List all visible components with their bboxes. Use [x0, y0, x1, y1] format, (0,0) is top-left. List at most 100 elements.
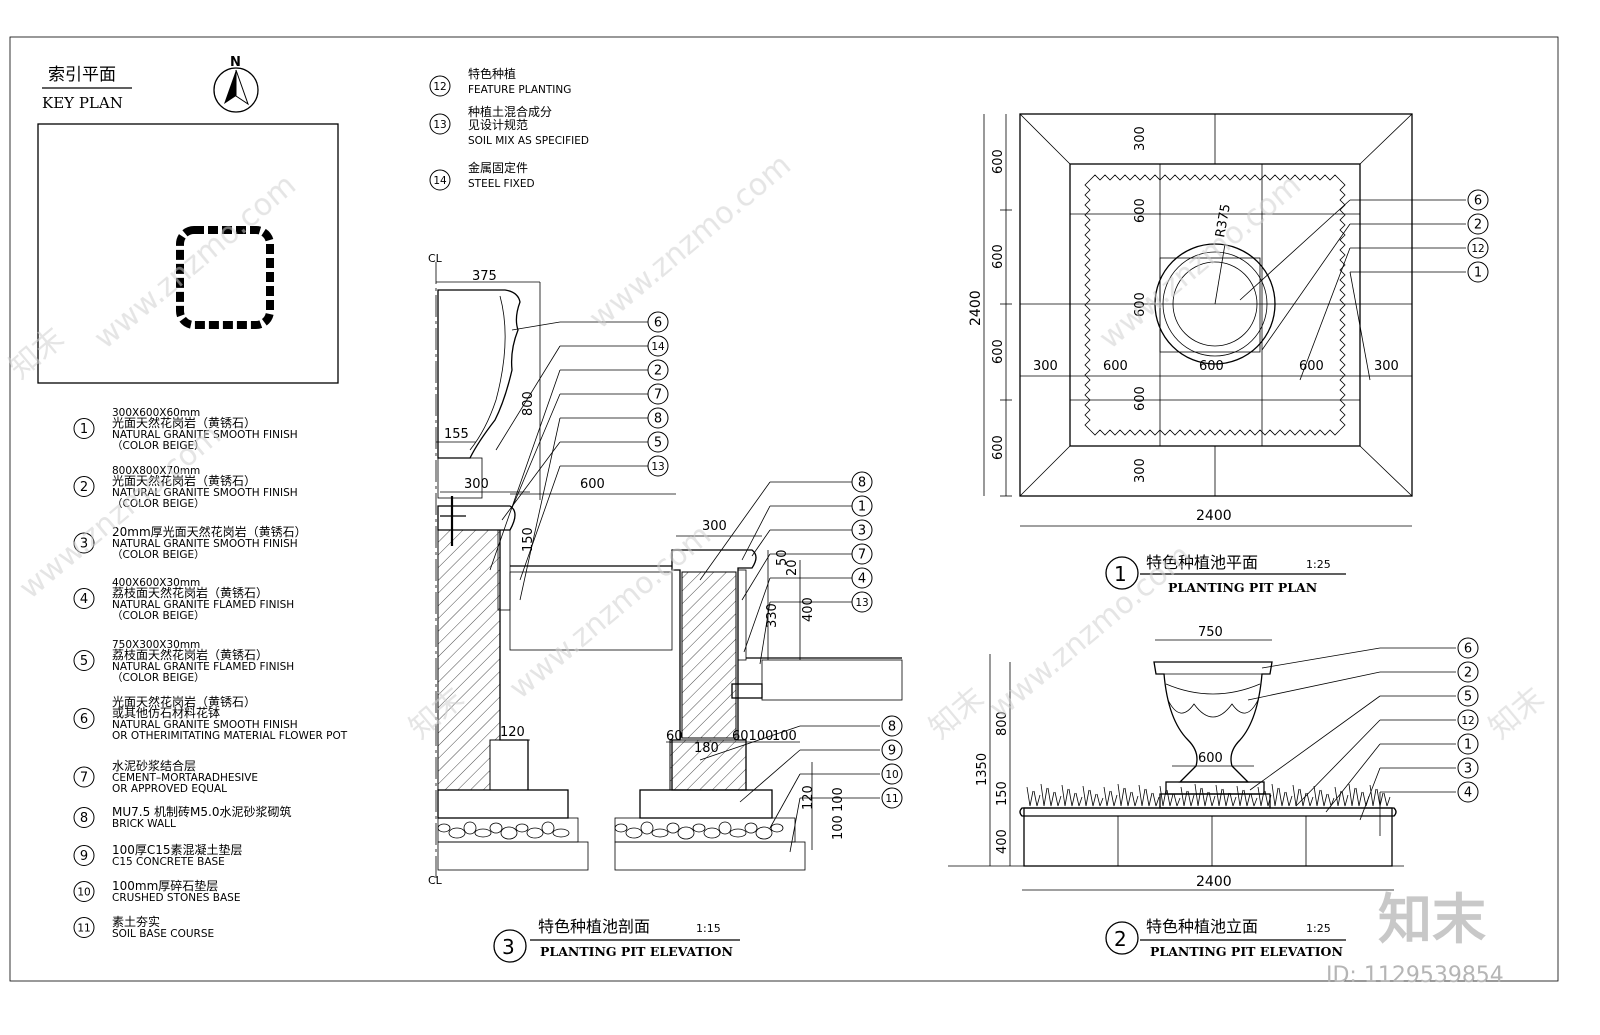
legend-text: NATURAL GRANITE SMOOTH FINISH: [112, 719, 298, 731]
stone: [614, 823, 628, 833]
stone: [526, 827, 544, 839]
plan-dim-h: 600: [1103, 359, 1128, 374]
legend-text: （COLOR BEIGE）: [112, 549, 205, 561]
dim-600: 600: [580, 477, 605, 492]
north-label: N: [230, 55, 241, 70]
section-callout: 4: [851, 567, 873, 589]
grass-blade: [1348, 783, 1356, 807]
grass-blade: [1341, 790, 1349, 807]
crushed-stones-left: [437, 817, 579, 843]
legend-text: （COLOR BEIGE）: [112, 440, 205, 452]
grass-blade: [1376, 788, 1384, 807]
grass-blade: [1187, 790, 1195, 807]
legend-num: 1: [73, 418, 95, 439]
legend-text: 100mm厚碎石垫层: [112, 878, 218, 893]
grass-blade: [1054, 791, 1062, 807]
section-callout: 8: [851, 471, 873, 493]
section-title-num: 3: [502, 935, 515, 959]
section-callout: 7: [851, 543, 873, 565]
key-plan-title-en: KEY PLAN: [42, 94, 123, 112]
legend-text: 光面天然花岗岩（黄锈石）: [112, 415, 256, 430]
section-callout-num: 6: [654, 316, 662, 331]
plan-title-num: 1: [1114, 562, 1127, 586]
note-en: FEATURE PLANTING: [468, 84, 571, 96]
grass-blade: [1285, 791, 1293, 807]
stone: [666, 822, 680, 834]
note-cn: 种植土混合成分: [468, 104, 552, 119]
section-callout: 8: [881, 715, 903, 737]
note-en: SOIL MIX AS SPECIFIED: [468, 135, 589, 147]
note-num: 13: [429, 113, 451, 135]
legend-text: 荔枝面天然花岗岩（黄锈石）: [112, 585, 268, 600]
legend-text: 100厚C15素混凝土垫层: [112, 842, 243, 857]
section-drawing: CL CL: [428, 252, 903, 963]
legend-num: 7: [73, 766, 95, 788]
grass-blade: [1096, 793, 1104, 807]
grass-blade: [1257, 786, 1265, 807]
plan-title: 1 特色种植池平面 1:25 PLANTING PIT PLAN: [1105, 553, 1346, 595]
section-callout: 13: [851, 591, 873, 613]
elevation-callout: 12: [1457, 709, 1479, 731]
plan-scale: 1:25: [1306, 558, 1331, 571]
elevation-title-num: 2: [1114, 927, 1127, 951]
stone: [437, 823, 451, 833]
dim-100c: 100: [831, 787, 846, 812]
grass-blade: [1369, 784, 1377, 807]
dim-120b: 120: [801, 785, 816, 810]
legend-num: 10: [73, 881, 95, 902]
legend-text: OR OTHERIMITATING MATERIAL FLOWER POT: [112, 730, 348, 742]
dim-150: 150: [521, 527, 536, 552]
section-callout: 8: [647, 407, 669, 429]
plan-callout-num: 6: [1474, 194, 1482, 209]
grass-blade: [1047, 787, 1055, 807]
cl-label-bottom: CL: [428, 874, 443, 887]
grass-blade: [1236, 785, 1244, 807]
note-en: STEEL FIXED: [468, 178, 535, 190]
note-num-num: 12: [433, 81, 446, 93]
elev-dim-2400: 2400: [1196, 874, 1232, 890]
grass-blade: [1061, 784, 1069, 807]
grass-blade: [1138, 784, 1146, 807]
legend-num-num: 7: [80, 771, 88, 786]
dim-100b: 100: [831, 815, 846, 840]
dim-155: 155: [444, 427, 469, 442]
section-callout-num: 3: [858, 524, 866, 539]
section-callout: 10: [881, 763, 903, 785]
crushed-stones: [437, 821, 784, 840]
grass-blade: [1117, 783, 1125, 807]
grass-blade: [1180, 786, 1188, 807]
legend-text: SOIL BASE COURSE: [112, 928, 214, 940]
stone: [625, 827, 643, 839]
legend-num-num: 2: [80, 480, 88, 495]
planting-edge: [1084, 174, 1346, 436]
grass-blade: [1103, 786, 1111, 807]
elev-dim-600: 600: [1198, 751, 1223, 766]
planting-grass: [1026, 783, 1391, 807]
plan-radius: R375: [1213, 203, 1234, 239]
legend-num-num: 8: [80, 811, 88, 826]
grass-blade: [1145, 788, 1153, 807]
plan-dim-total: 2400: [968, 290, 984, 326]
plan-title-cn: 特色种植池平面: [1146, 553, 1258, 572]
dim-300b: 300: [702, 519, 727, 534]
elevation-callout: 5: [1457, 685, 1479, 707]
plan-dim-inner: 600: [1133, 292, 1148, 317]
plan-dim-bottom: 2400: [1196, 508, 1232, 524]
section-callout: 14: [647, 335, 669, 357]
section-callout: 11: [881, 787, 903, 809]
legend-num-num: 9: [80, 849, 88, 864]
plan-dim-h: 300: [1033, 359, 1058, 374]
stone: [515, 823, 529, 833]
legend-num-num: 1: [80, 422, 88, 437]
legend-text: 400X600X30mm: [112, 577, 200, 589]
section-dimensions: 375 800 155 300 600 150 300 50 20 330 40…: [436, 269, 846, 850]
plan-dim-left: 600: [991, 435, 1006, 460]
legend-num: 5: [73, 650, 95, 671]
